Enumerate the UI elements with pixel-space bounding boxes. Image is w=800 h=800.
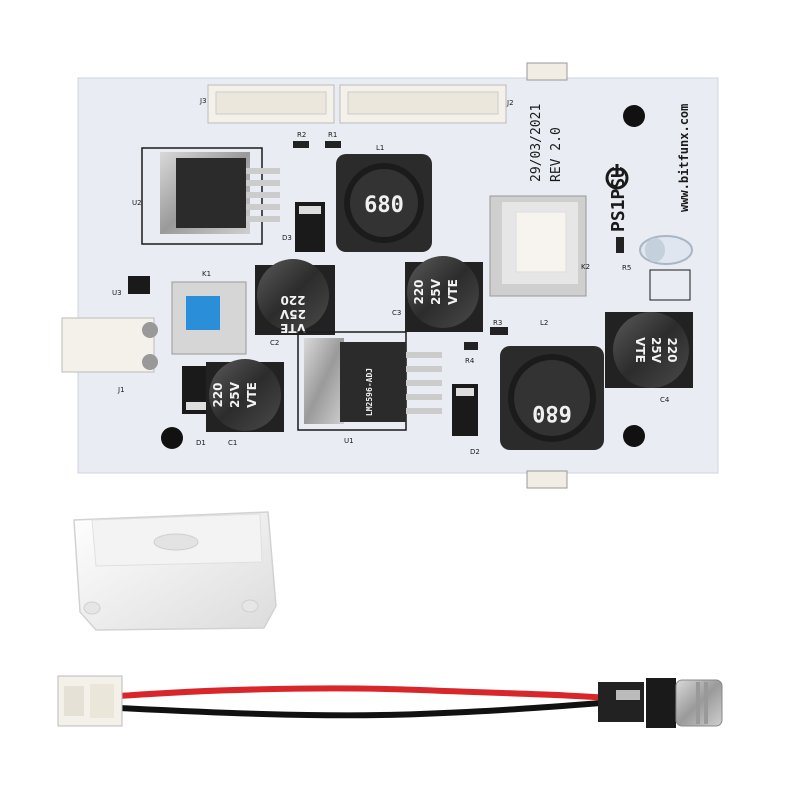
- label-j2: J2: [506, 99, 514, 107]
- regulator-u1: LM2596-ADJ: [297, 331, 442, 431]
- label-c3: C3: [392, 309, 401, 317]
- label-j1: J1: [117, 386, 125, 394]
- inductor-l1-value: 680: [364, 193, 404, 218]
- label-u1: U1: [344, 437, 354, 445]
- label-r5: R5: [622, 264, 631, 272]
- pcb-board: J3 J2 R2 R1 U2 680: [61, 62, 719, 489]
- board-branding: 29/03/2021 REV 2.0 PS1PSU www.bitfunx.co…: [529, 104, 691, 232]
- label-r1: R1: [328, 131, 337, 139]
- label-r3: R3: [493, 319, 502, 327]
- connector-j1: [61, 317, 158, 373]
- capacitor-c4-series: VTE: [633, 337, 647, 363]
- label-c2: C2: [270, 339, 279, 347]
- capacitor-c1-voltage: 25V: [228, 381, 242, 408]
- mounting-hole: [623, 105, 645, 127]
- label-c4: C4: [660, 396, 670, 404]
- capacitor-c4-value: 220: [665, 337, 679, 362]
- label-d3: D3: [282, 234, 292, 242]
- capacitor-c2: 220 25V VTE: [255, 259, 335, 335]
- label-l2: L2: [540, 319, 548, 327]
- power-cable: [57, 675, 723, 728]
- capacitor-c1: 220 25V VTE: [206, 359, 284, 432]
- jst-plug: [57, 675, 123, 727]
- label-k1: K1: [202, 270, 211, 278]
- label-k2: K2: [581, 263, 590, 271]
- switch-k1: [171, 281, 247, 355]
- led: [639, 235, 693, 301]
- regulator-u2: [141, 147, 280, 245]
- capacitor-c3: 220 25V VTE: [405, 256, 483, 332]
- label-c1: C1: [228, 439, 237, 447]
- inductor-l2: 680: [500, 346, 604, 450]
- capacitor-c1-value: 220: [211, 382, 225, 407]
- inductor-l2-value: 680: [532, 400, 572, 425]
- capacitor-c4-voltage: 25V: [649, 337, 663, 364]
- label-d2: D2: [470, 448, 480, 456]
- mounting-hole: [623, 425, 645, 447]
- capacitor-c2-series: VTE: [280, 321, 306, 335]
- label-u3: U3: [112, 289, 122, 297]
- dc-jack: [598, 678, 723, 728]
- capacitor-c2-voltage: 25V: [279, 307, 306, 321]
- regulator-marking: LM2596-ADJ: [365, 368, 374, 416]
- capacitor-c1-series: VTE: [245, 382, 259, 408]
- mounting-hole: [161, 427, 183, 449]
- capacitor-c2-value: 220: [280, 293, 305, 307]
- label-d1: D1: [196, 439, 206, 447]
- label-l1: L1: [376, 144, 384, 152]
- board-name: PS1PSU: [608, 167, 629, 232]
- capacitor-c3-voltage: 25V: [429, 278, 443, 305]
- switch-k2: [489, 195, 587, 297]
- label-r4: R4: [465, 357, 475, 365]
- capacitor-c3-series: VTE: [446, 279, 460, 305]
- board-date: 29/03/2021: [529, 104, 544, 182]
- label-u2: U2: [132, 199, 142, 207]
- capacitor-c4: 220 25V VTE: [605, 312, 693, 388]
- label-j3: J3: [199, 97, 207, 105]
- label-r2: R2: [297, 131, 306, 139]
- connector-j2: [339, 84, 507, 124]
- board-revision: REV 2.0: [549, 127, 564, 182]
- inductor-l1: 680: [336, 154, 432, 252]
- plastic-bracket: [73, 511, 277, 631]
- capacitor-c3-value: 220: [412, 279, 426, 304]
- connector-j3: [207, 84, 335, 124]
- board-url: www.bitfunx.com: [677, 104, 691, 212]
